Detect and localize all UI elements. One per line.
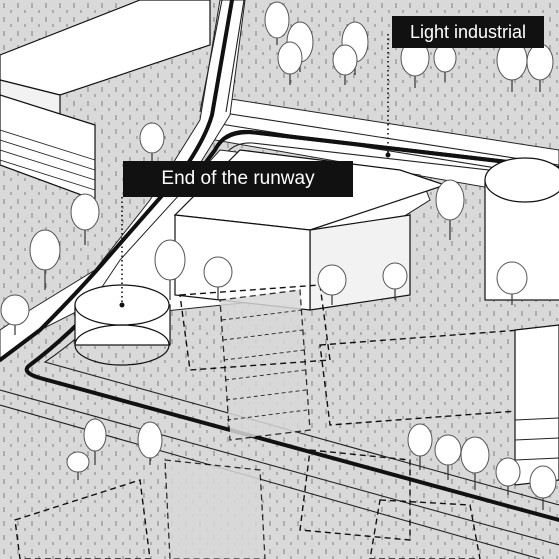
tree [83, 418, 107, 465]
tree [277, 41, 303, 85]
tree [496, 261, 528, 305]
tree [29, 229, 61, 290]
tree [70, 193, 100, 245]
tree [137, 421, 163, 465]
building-mid-left-floors [0, 129, 96, 191]
proposed-volume-bottom-right [299, 449, 411, 541]
tree [434, 434, 462, 480]
tree [332, 44, 358, 85]
building-lower-right [514, 324, 559, 486]
tree [317, 264, 347, 305]
tree [495, 457, 521, 495]
tree [203, 256, 233, 300]
tree [529, 465, 557, 510]
tree [66, 451, 90, 480]
leader-dot-runway [119, 302, 125, 308]
tree [400, 39, 430, 88]
end-of-runway-label: End of the runway [123, 161, 353, 197]
tree [154, 239, 186, 300]
proposed-volume-bottom-left [14, 479, 151, 559]
building-top-left-roof [0, 0, 211, 96]
tree [0, 294, 30, 335]
tree [264, 1, 290, 45]
proposed-volume-bottom-mid [164, 459, 266, 559]
tree [407, 423, 433, 470]
proposed-footprint-center [179, 284, 331, 371]
building-lower-right-floors [514, 417, 559, 461]
leader-dot-light-industrial [385, 152, 391, 158]
tree [435, 179, 465, 240]
tree [460, 436, 490, 490]
trees [0, 1, 557, 510]
left-road-band [0, 0, 246, 361]
light-industrial-label: Light industrial [392, 16, 544, 48]
tree [382, 262, 408, 300]
proposed-volume-bottom-far [369, 499, 481, 559]
